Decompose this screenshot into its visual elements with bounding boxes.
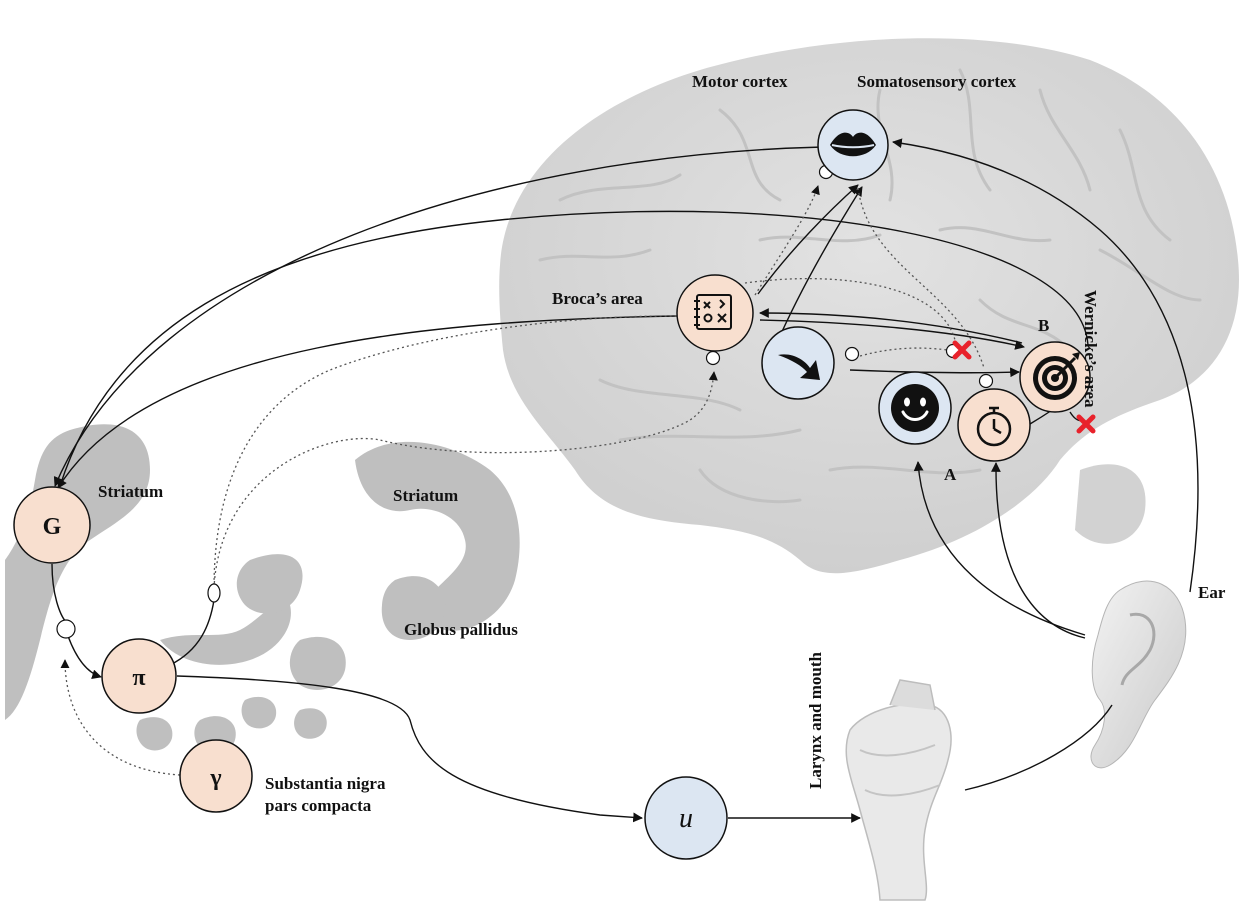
smiley-icon	[891, 384, 939, 432]
target-node	[1019, 341, 1091, 413]
target-to-g-line	[59, 210, 1089, 487]
lips-to-g-line	[53, 146, 824, 487]
arrow-node	[761, 326, 835, 400]
label-ear: Ear	[1198, 583, 1226, 602]
lips-dotted-to-stopwatch	[857, 187, 985, 369]
lips-icon	[830, 132, 876, 157]
gamma-node: γ	[179, 739, 253, 813]
u-node-label: u	[679, 803, 693, 834]
pi-node: π	[101, 638, 177, 714]
larynx-illustration	[845, 679, 952, 901]
label-marker-b: B	[1038, 316, 1050, 335]
red-x-icon	[952, 340, 972, 360]
label-marker-a: A	[944, 465, 957, 484]
dotted-connections	[60, 185, 985, 776]
nodule-g-pi	[56, 619, 76, 639]
label-substantia-nigra-1: Substantia nigra	[265, 774, 386, 793]
ear-illustration	[1090, 580, 1187, 769]
label-substantia-nigra-2: pars compacta	[265, 796, 372, 815]
curved-arrow-icon	[778, 354, 820, 380]
stopwatch-node	[957, 388, 1031, 462]
striatum-dotted-to-broca	[213, 371, 718, 589]
label-globus-pallidus: Globus pallidus	[404, 620, 518, 639]
larynx-to-ear-line	[964, 704, 1113, 791]
modulation-nodules	[56, 164, 994, 639]
arrow-node-to-target-line	[849, 367, 1020, 378]
broca-to-target-line	[759, 319, 1025, 350]
task-list-icon	[694, 294, 732, 330]
striatum-dotted-to-broca-2	[213, 315, 681, 586]
gamma-dotted-to-nodule	[60, 659, 181, 776]
broca-to-lips-line	[757, 184, 859, 295]
label-larynx-and-mouth: Larynx and mouth	[806, 652, 825, 789]
pi-node-label: π	[132, 665, 145, 691]
lips-node	[817, 109, 889, 181]
arrow-node-to-lips-line	[775, 186, 863, 346]
g-node: G	[13, 486, 91, 564]
label-brocas-area: Broca’s area	[552, 289, 643, 308]
solid-connections	[51, 138, 1199, 823]
label-motor-cortex: Motor cortex	[692, 72, 788, 91]
ear-to-stopwatch-line	[991, 462, 1086, 639]
arrow-dotted-to-x	[859, 347, 949, 357]
nodule-arrow	[844, 346, 860, 362]
gamma-node-label: γ	[209, 765, 221, 791]
label-somatosensory-cortex: Somatosensory cortex	[857, 72, 1017, 91]
label-wernickes-area: Wernicke’s area	[1081, 290, 1100, 408]
stopwatch-icon	[976, 406, 1012, 447]
ear-to-lips-line	[892, 138, 1199, 593]
g-node-label: G	[43, 514, 62, 540]
label-striatum-left: Striatum	[98, 482, 164, 501]
broca-node	[676, 274, 754, 352]
broca-dotted-to-x	[744, 278, 956, 341]
pi-to-u-line	[176, 675, 643, 823]
red-x-icon-2	[1076, 414, 1096, 434]
nodule-stopwatch	[978, 373, 994, 389]
nodule-striatum	[207, 583, 221, 603]
nodule-broca	[705, 350, 721, 366]
basal-ganglia-illustration	[5, 424, 520, 754]
pi-to-striatum-curve	[169, 599, 215, 666]
u-node: u	[644, 776, 728, 860]
label-striatum-center: Striatum	[393, 486, 459, 505]
broca-dotted-to-lips	[754, 185, 820, 296]
target-icon	[1033, 352, 1080, 400]
broca-to-g-line	[57, 315, 679, 489]
pi-to-nodule-line	[67, 635, 102, 680]
brain-illustration	[499, 38, 1240, 574]
smiley-node	[878, 371, 952, 445]
target-to-broca-line	[759, 308, 1023, 344]
